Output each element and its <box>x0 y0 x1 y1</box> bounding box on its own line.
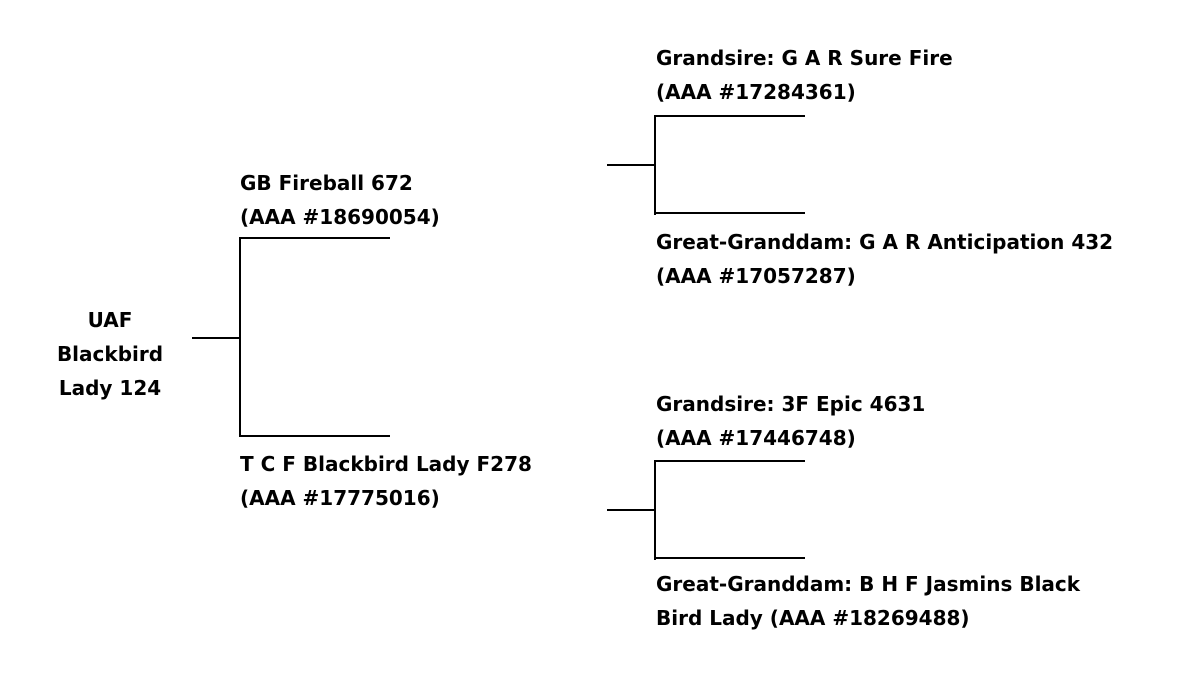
dam-parents-connector-line <box>607 509 655 511</box>
subject-name-line-1: UAF <box>87 308 133 332</box>
dam-grandsire-label: Grandsire: 3F Epic 4631 (AAA #17446748) <box>656 387 925 455</box>
subject-name-line-3: Lady 124 <box>58 376 162 400</box>
sire-granddam-label: Great-Granddam: G A R Anticipation 432 (… <box>656 225 1113 293</box>
sire-granddam-name: Great-Granddam: G A R Anticipation 432 <box>656 230 1114 254</box>
dam-name: T C F Blackbird Lady F278 <box>240 452 532 476</box>
sire-registration: (AAA #18690054) <box>240 205 440 229</box>
sire-parents-vertical-line <box>654 115 656 215</box>
sire-grandsire-registration: (AAA #17284361) <box>656 80 856 104</box>
sire-grandsire-branch-line <box>654 115 805 117</box>
dam-grandsire-branch-line <box>654 460 805 462</box>
sire-granddam-branch-line <box>654 212 805 214</box>
dam-granddam-name-line-1: Great-Granddam: B H F Jasmins Black <box>656 572 1081 596</box>
dam-label: T C F Blackbird Lady F278 (AAA #17775016… <box>240 447 532 515</box>
sire-grandsire-label: Grandsire: G A R Sure Fire (AAA #1728436… <box>656 41 953 109</box>
sire-label: GB Fireball 672 (AAA #18690054) <box>240 166 440 234</box>
sire-name: GB Fireball 672 <box>240 171 413 195</box>
dam-grandsire-name: Grandsire: 3F Epic 4631 <box>656 392 926 416</box>
sire-branch-line <box>239 237 390 239</box>
subject-name-line-2: Blackbird <box>56 342 164 366</box>
dam-granddam-label: Great-Granddam: B H F Jasmins Black Bird… <box>656 567 1080 635</box>
parents-vertical-line <box>239 237 241 437</box>
subject-animal-label: UAF Blackbird Lady 124 <box>40 303 180 405</box>
dam-parents-vertical-line <box>654 460 656 560</box>
dam-granddam-name-line-2: Bird Lady (AAA #18269488) <box>656 606 970 630</box>
sire-grandsire-name: Grandsire: G A R Sure Fire <box>656 46 953 70</box>
dam-branch-line <box>239 435 390 437</box>
dam-grandsire-registration: (AAA #17446748) <box>656 426 856 450</box>
dam-granddam-branch-line <box>654 557 805 559</box>
sire-granddam-registration: (AAA #17057287) <box>656 264 856 288</box>
dam-registration: (AAA #17775016) <box>240 486 440 510</box>
sire-parents-connector-line <box>607 164 655 166</box>
subject-connector-line <box>192 337 240 339</box>
